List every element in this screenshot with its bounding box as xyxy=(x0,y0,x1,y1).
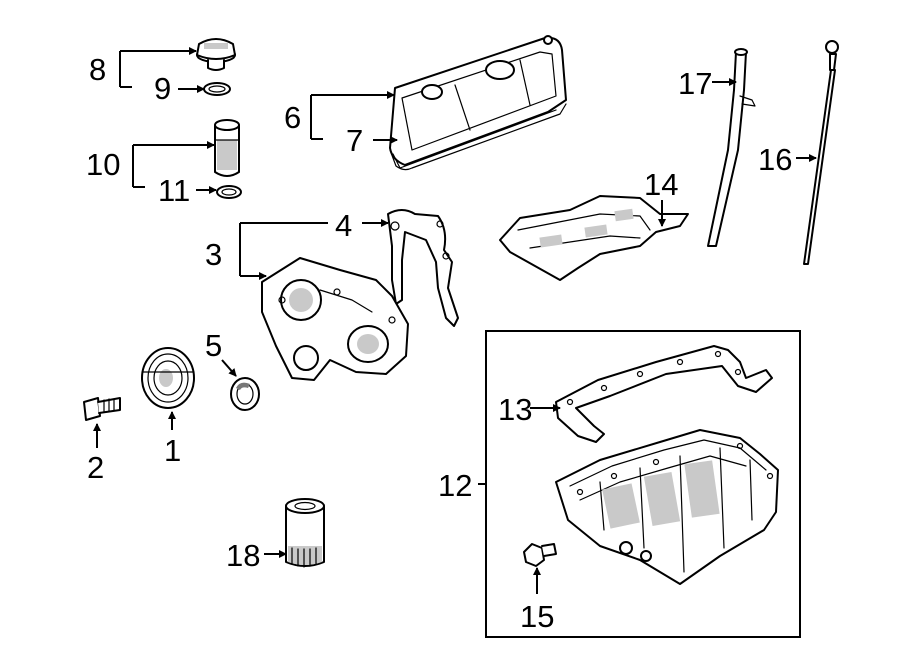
cap-seal-ring-part xyxy=(203,82,231,96)
front-crank-seal-part xyxy=(230,377,260,411)
callout-9: 9 xyxy=(154,71,171,106)
callout-12: 12 xyxy=(438,468,472,503)
callout-5: 5 xyxy=(205,328,222,363)
valve-cover-gasket-part xyxy=(389,103,567,171)
oil-deflector-part xyxy=(499,195,689,281)
oil-pan-gasket-part xyxy=(555,345,773,443)
valve-cover-part xyxy=(389,35,567,166)
oil-filter-part xyxy=(285,498,325,568)
oil-pan-part xyxy=(555,429,779,585)
drain-plug-part xyxy=(523,543,557,567)
callout-4: 4 xyxy=(335,208,352,243)
callout-14: 14 xyxy=(644,167,678,202)
callout-18: 18 xyxy=(226,538,260,573)
callout-8: 8 xyxy=(89,52,106,87)
timing-cover-gasket-part xyxy=(387,209,459,327)
callout-11: 11 xyxy=(158,173,190,208)
callout-6: 6 xyxy=(284,100,301,135)
crankshaft-pulley-part xyxy=(141,347,195,409)
callout-7: 7 xyxy=(346,123,363,158)
oil-filler-cap-part xyxy=(196,38,236,71)
pulley-bolt-part xyxy=(83,397,121,421)
callout-10: 10 xyxy=(86,147,120,182)
callout-13: 13 xyxy=(498,392,532,427)
callout-1: 1 xyxy=(164,433,181,468)
callout-16: 16 xyxy=(758,142,792,177)
callout-17: 17 xyxy=(678,66,712,101)
callout-15: 15 xyxy=(520,599,554,634)
callout-2: 2 xyxy=(87,450,104,485)
front-cover-part xyxy=(261,257,409,381)
filter-housing-part xyxy=(214,119,240,177)
leader-lines xyxy=(93,47,817,594)
callout-3: 3 xyxy=(205,237,222,272)
housing-seal-ring-part xyxy=(216,185,242,199)
dipstick-tube-part xyxy=(707,48,756,247)
dipstick-part xyxy=(803,40,839,265)
